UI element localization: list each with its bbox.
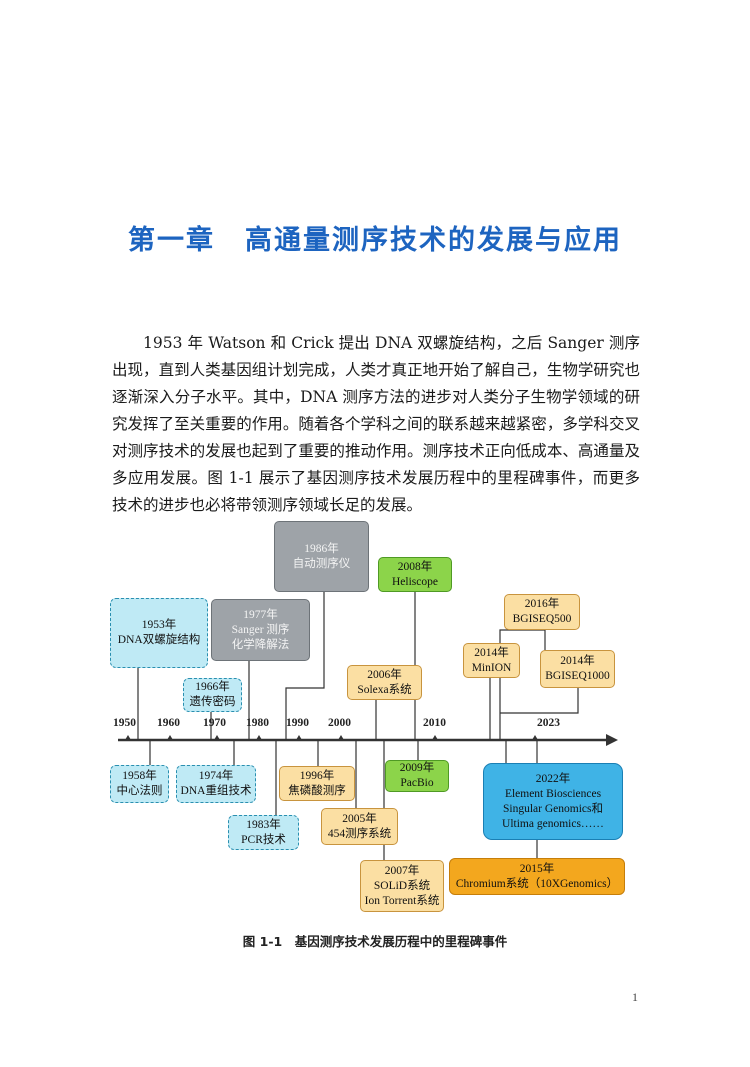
year-label: 1950: [113, 717, 136, 729]
event-label: 中心法则: [116, 785, 163, 797]
event-2009: 2009年 PacBio: [385, 760, 449, 792]
event-year: 1974年: [198, 770, 234, 782]
event-label: BGISEQ1000: [545, 670, 610, 682]
event-label: Ultima genomics……: [502, 817, 604, 830]
year-label: 2000: [328, 717, 351, 729]
year-label: 1990: [286, 717, 309, 729]
event-year: 1996年: [299, 769, 335, 782]
event-2016: 2016年 BGISEQ500: [504, 594, 580, 630]
event-year: 2014年: [560, 655, 595, 667]
event-year: 2009年: [399, 762, 435, 774]
event-year: 2008年: [397, 560, 433, 573]
event-2022: 2022年 Element Biosciences Singular Genom…: [483, 763, 623, 840]
event-label: Chromium系统（10XGenomics）: [455, 877, 619, 890]
event-year: 2014年: [474, 646, 509, 659]
event-2014-minion: 2014年 MinION: [463, 643, 520, 678]
event-label: DNA双螺旋结构: [117, 634, 201, 646]
event-year: 2016年: [524, 598, 560, 610]
event-1974: 1974年 DNA重组技术: [176, 765, 256, 803]
year-label: 1970: [203, 717, 226, 729]
intro-text: 1953 年 Watson 和 Crick 提出 DNA 双螺旋结构，之后 Sa…: [112, 334, 640, 514]
event-label: 454测序系统: [327, 827, 392, 840]
event-2014-bgiseq1000: 2014年 BGISEQ1000: [540, 650, 615, 688]
event-label: 化学降解法: [231, 638, 290, 651]
event-year: 1966年: [195, 681, 230, 693]
axis-ticks: [125, 735, 538, 740]
event-year: 1977年: [243, 608, 278, 621]
event-label: Ion Torrent系统: [364, 894, 440, 907]
event-label: MinION: [471, 661, 512, 674]
event-label: BGISEQ500: [512, 613, 572, 625]
year-label: 2010: [423, 717, 446, 729]
event-year: 2015年: [519, 862, 555, 875]
event-label: Element Biosciences: [504, 787, 602, 800]
event-label: 焦磷酸测序: [288, 784, 346, 797]
timeline-arrowhead: [606, 734, 618, 746]
event-1986: 1986年 自动测序仪: [274, 521, 369, 592]
event-year: 1986年: [304, 542, 339, 555]
chapter-name: 高通量测序技术的发展与应用: [245, 225, 622, 256]
event-year: 1983年: [246, 818, 281, 831]
event-label: 自动测序仪: [292, 557, 351, 570]
event-2008: 2008年 Heliscope: [378, 557, 452, 592]
event-year: 2022年: [535, 772, 571, 785]
event-1977: 1977年 Sanger 测序 化学降解法: [211, 599, 310, 661]
event-label: Sanger 测序: [231, 623, 290, 636]
year-label: 1980: [246, 717, 269, 729]
event-year: 1958年: [122, 770, 157, 782]
event-year: 2005年: [342, 812, 377, 825]
event-2005: 2005年 454测序系统: [321, 808, 398, 845]
event-year: 2007年: [384, 864, 420, 877]
year-label: 1960: [157, 717, 180, 729]
event-label: Singular Genomics和: [503, 802, 603, 815]
event-2015: 2015年 Chromium系统（10XGenomics）: [449, 858, 625, 895]
event-year: 1953年: [141, 619, 177, 631]
event-2006: 2006年 Solexa系统: [347, 665, 422, 700]
event-1983: 1983年 PCR技术: [228, 815, 299, 850]
chapter-number: 第一章: [128, 225, 215, 256]
event-1966: 1966年 遗传密码: [183, 678, 242, 712]
page-number: 1: [632, 990, 638, 1004]
event-1996: 1996年 焦磷酸测序: [279, 766, 355, 801]
event-1953: 1953年 DNA双螺旋结构: [110, 598, 208, 668]
event-label: Heliscope: [392, 575, 438, 588]
event-1958: 1958年 中心法则: [110, 765, 169, 803]
event-label: 遗传密码: [189, 696, 236, 708]
event-label: PacBio: [400, 777, 434, 789]
event-label: SOLiD系统: [373, 879, 431, 892]
chapter-title: 第一章高通量测序技术的发展与应用: [0, 218, 750, 257]
figure-caption: 图 1-1 基因测序技术发展历程中的里程碑事件: [242, 934, 508, 949]
event-2007: 2007年 SOLiD系统 Ion Torrent系统: [360, 860, 444, 912]
event-year: 2006年: [367, 668, 402, 681]
intro-paragraph: 1953 年 Watson 和 Crick 提出 DNA 双螺旋结构，之后 Sa…: [112, 330, 640, 519]
event-label: Solexa系统: [357, 683, 412, 696]
event-label: PCR技术: [241, 833, 286, 846]
event-label: DNA重组技术: [180, 785, 252, 797]
year-label: 2023: [537, 717, 560, 729]
